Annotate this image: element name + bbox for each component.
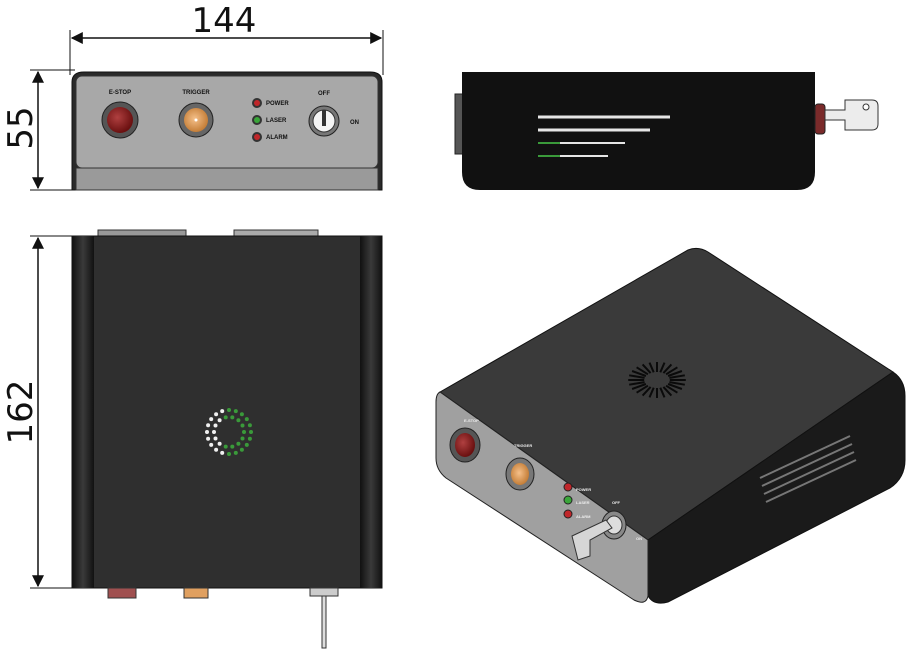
iso-power-label: POWER: [576, 487, 591, 492]
iso-key-off-label: OFF: [612, 500, 621, 505]
vent-slot: [659, 387, 666, 398]
vent-slot: [629, 381, 645, 386]
vent-slot: [636, 384, 649, 394]
iso-vent-grille-icon: [628, 362, 686, 398]
estop-button-icon: [101, 101, 139, 139]
trigger-label: TRIGGER: [182, 90, 210, 96]
vent-hole: [239, 447, 244, 452]
vent-slot: [669, 381, 685, 386]
vent-slot: [665, 366, 678, 376]
vent-hole: [233, 409, 238, 414]
vent-hole: [223, 415, 228, 420]
iso-laser-label: LASER: [576, 500, 590, 505]
vent-hole: [230, 444, 235, 449]
vent-hole: [217, 418, 222, 423]
vent-hole: [236, 418, 241, 423]
dimension-width: 144: [69, 1, 384, 75]
dimension-depth-label: 162: [1, 380, 41, 445]
vent-hole: [209, 417, 214, 422]
vent-hole: [230, 415, 235, 420]
vent-hole: [240, 436, 245, 441]
vent-hole: [239, 412, 244, 417]
dimension-height: 55: [1, 69, 75, 191]
dimension-width-label: 144: [192, 1, 257, 41]
alarm-label: ALARM: [266, 135, 288, 141]
iso-key-on-label: ON: [636, 536, 642, 541]
vent-slot: [667, 383, 683, 390]
vent-slot: [669, 374, 685, 379]
front-view: E-STOP TRIGGER POWER LASER ALARM OFF ON: [71, 71, 383, 191]
vent-hole: [247, 423, 252, 428]
vent-hole: [227, 408, 231, 412]
vent-hole: [247, 436, 252, 441]
vent-hole: [217, 441, 222, 446]
key-on-label: ON: [350, 120, 359, 126]
vent-hole: [213, 423, 218, 428]
isometric-view: E-STOP TRIGGER POWER LASER ALARM OFF ON: [435, 247, 906, 604]
vent-slot: [641, 386, 652, 397]
iso-trigger-label: TRIGGER: [514, 443, 532, 448]
vent-hole: [244, 442, 249, 447]
vent-slot: [631, 370, 647, 377]
power-label: POWER: [266, 101, 289, 107]
vent-hole: [240, 423, 245, 428]
vent-hole: [244, 417, 249, 422]
side-view: [454, 72, 879, 190]
vent-slot: [636, 366, 649, 376]
trigger-connector-icon: [178, 102, 214, 138]
vent-grille-icon: [205, 408, 253, 456]
vent-hole: [214, 412, 219, 417]
vent-hole: [213, 436, 218, 441]
estop-label: E-STOP: [109, 90, 131, 96]
vent-slot: [641, 363, 652, 374]
vent-hole: [206, 423, 211, 428]
dimension-height-label: 55: [1, 106, 41, 149]
vent-slot: [659, 362, 666, 373]
vent-slot: [665, 384, 678, 394]
dimension-depth: 162: [1, 235, 75, 589]
top-view: [71, 229, 383, 649]
key-off-label: OFF: [318, 91, 330, 97]
vent-hole: [223, 444, 228, 449]
vent-hole: [220, 450, 225, 455]
vent-hole: [233, 450, 238, 455]
vent-hole: [249, 430, 253, 434]
vent-slot: [629, 374, 645, 379]
vent-hole: [220, 409, 225, 414]
vent-slot: [662, 363, 673, 374]
vent-slot: [667, 370, 683, 377]
vent-slot: [631, 383, 647, 390]
vent-hole: [209, 442, 214, 447]
led-indicator-icon: [252, 98, 262, 142]
iso-estop-label: E-STOP: [464, 418, 479, 423]
vent-hole: [212, 430, 216, 434]
vent-hole: [205, 430, 209, 434]
key-switch-icon: [308, 105, 340, 137]
vent-hole: [242, 430, 246, 434]
vent-slot: [648, 387, 655, 398]
side-vent-slots: [759, 435, 857, 503]
vent-slot: [648, 362, 655, 373]
vent-slot: [662, 386, 673, 397]
iso-alarm-label: ALARM: [576, 514, 591, 519]
vent-hole: [227, 452, 231, 456]
laser-label: LASER: [266, 118, 287, 124]
vent-hole: [206, 436, 211, 441]
vent-hole: [214, 447, 219, 452]
vent-hole: [236, 441, 241, 446]
